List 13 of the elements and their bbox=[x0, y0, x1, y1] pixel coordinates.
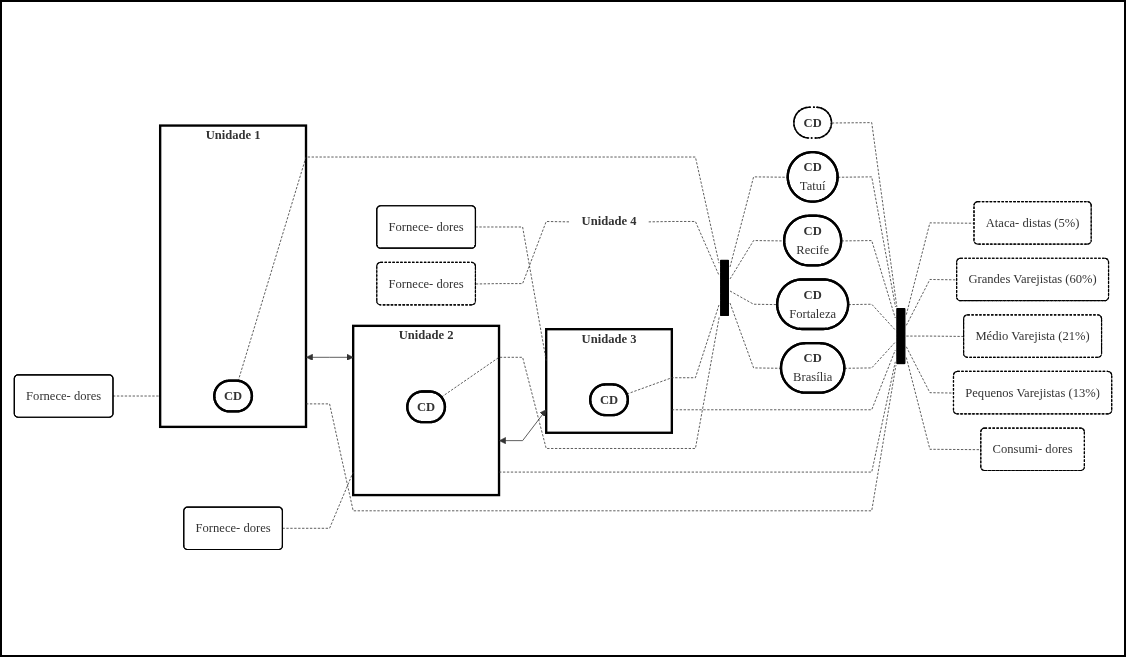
connector bbox=[671, 349, 896, 411]
node-text: Unidade 4 bbox=[581, 214, 637, 228]
connector bbox=[837, 176, 896, 308]
connector bbox=[475, 221, 571, 285]
connector bbox=[112, 395, 161, 397]
connector bbox=[648, 221, 720, 276]
connector bbox=[844, 341, 896, 369]
connector bbox=[729, 290, 778, 306]
connector bbox=[305, 364, 897, 512]
connector bbox=[626, 304, 720, 395]
connector bbox=[831, 122, 898, 308]
connector bbox=[729, 240, 785, 280]
connector bbox=[441, 316, 720, 449]
